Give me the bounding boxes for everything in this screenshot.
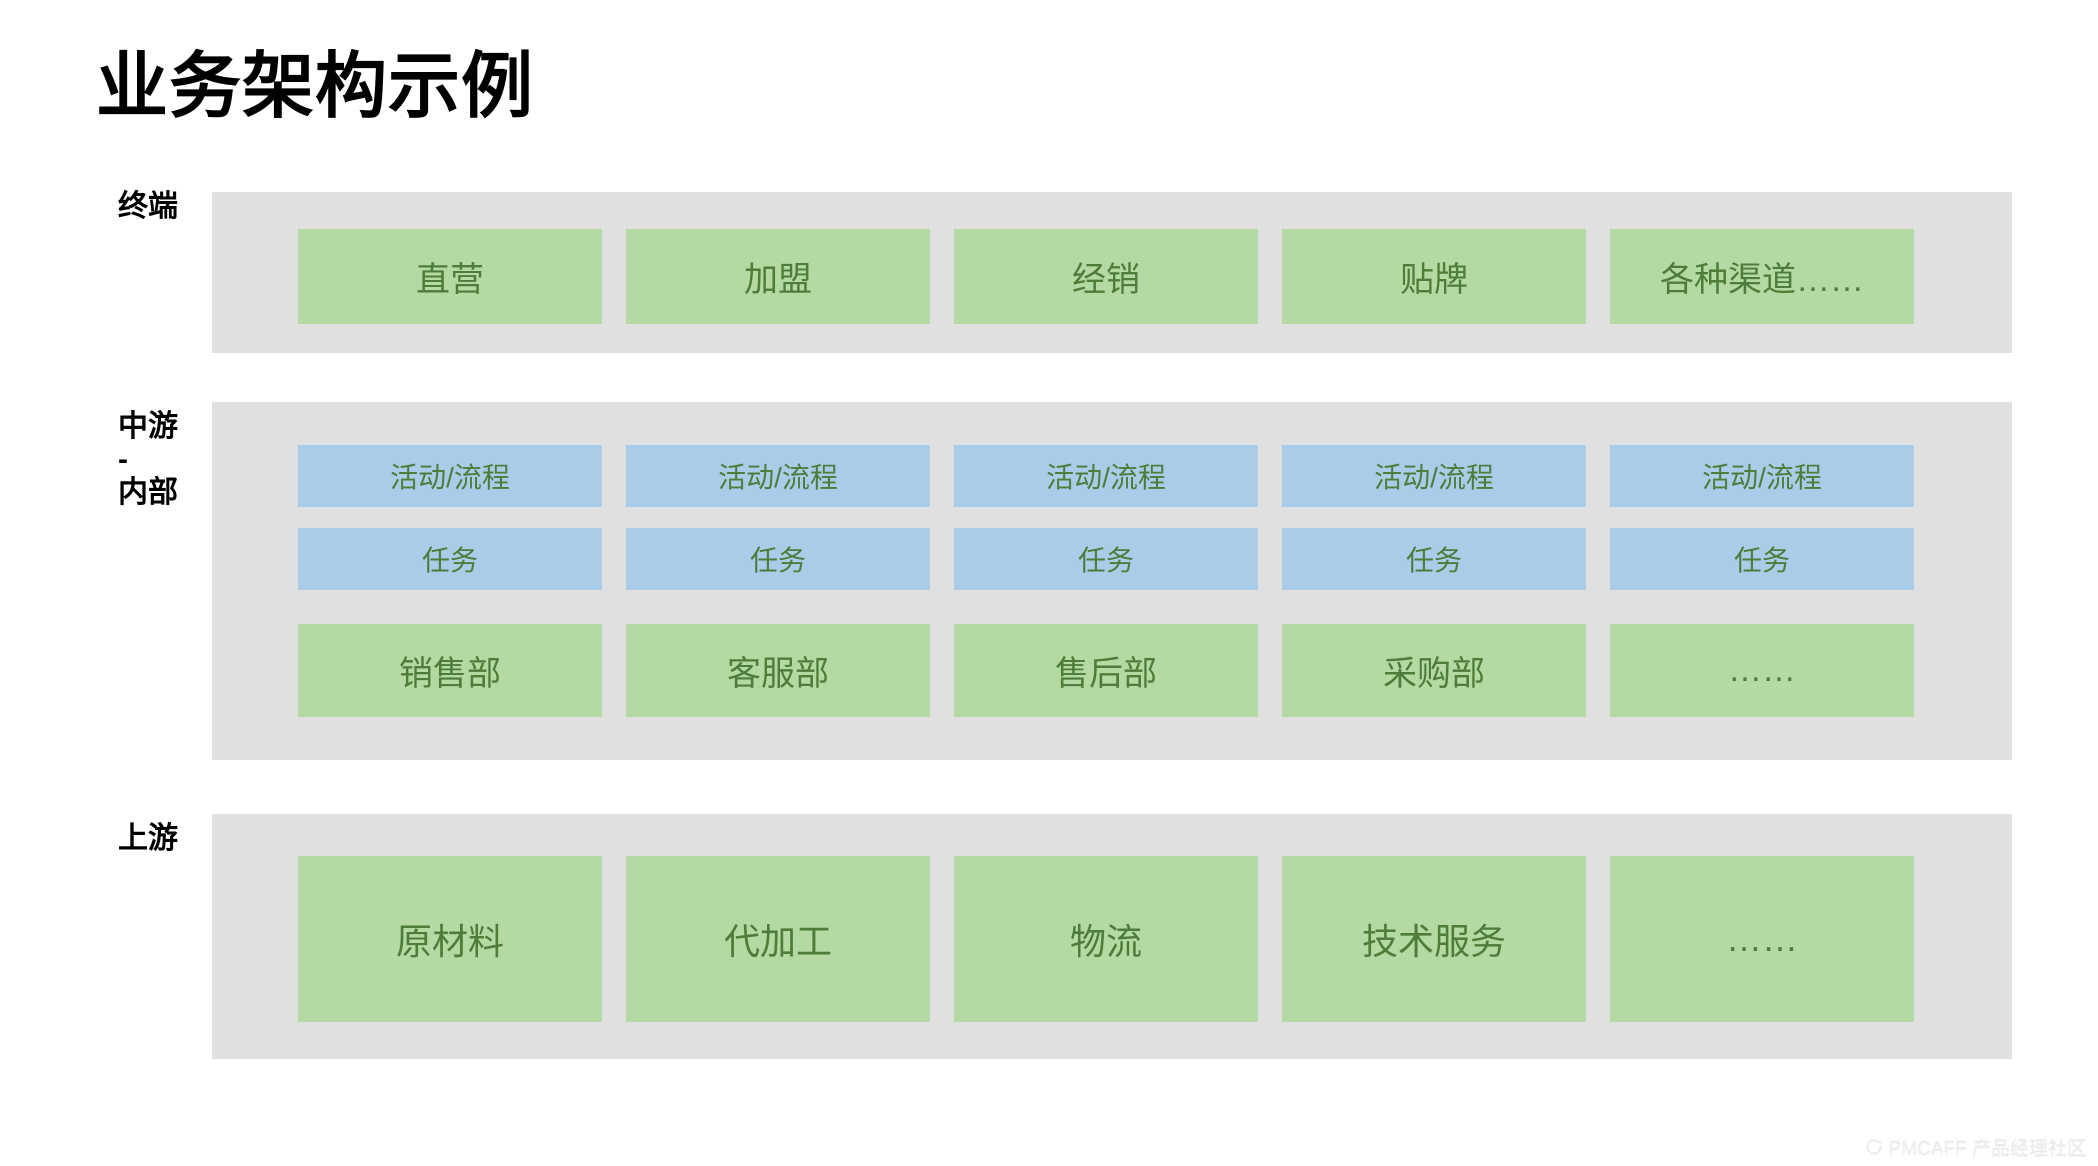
upstream-band-label: 上游	[118, 822, 178, 855]
midstream-band: 活动/流程 活动/流程 活动/流程 活动/流程 活动/流程 任务 任务 任务 任…	[212, 402, 2012, 760]
channel-box: 各种渠道……	[1610, 229, 1914, 324]
task-box: 任务	[1610, 528, 1914, 590]
activity-box: 活动/流程	[626, 445, 930, 507]
supplier-box: ……	[1610, 856, 1914, 1022]
page-title: 业务架构示例	[96, 47, 535, 127]
department-box: 采购部	[1282, 624, 1586, 717]
channel-box: 直营	[298, 229, 602, 324]
department-box: 售后部	[954, 624, 1258, 717]
upstream-band: 原材料 代加工 物流 技术服务 ……	[212, 814, 2012, 1059]
watermark: PMCAFF 产品经理社区	[1865, 1133, 2086, 1160]
supplier-box: 技术服务	[1282, 856, 1586, 1022]
channel-box: 贴牌	[1282, 229, 1586, 324]
supplier-box: 原材料	[298, 856, 602, 1022]
tasks-row: 任务 任务 任务 任务 任务	[298, 528, 1914, 590]
channel-box: 经销	[954, 229, 1258, 324]
department-box: 客服部	[626, 624, 930, 717]
task-box: 任务	[1282, 528, 1586, 590]
channels-row: 直营 加盟 经销 贴牌 各种渠道……	[298, 229, 1914, 324]
task-box: 任务	[954, 528, 1258, 590]
midstream-band-label: 中游 - 内部	[118, 410, 178, 509]
activity-box: 活动/流程	[1610, 445, 1914, 507]
channel-box: 加盟	[626, 229, 930, 324]
activity-box: 活动/流程	[954, 445, 1258, 507]
terminal-band: 直营 加盟 经销 贴牌 各种渠道……	[212, 192, 2012, 353]
watermark-text: PMCAFF 产品经理社区	[1888, 1138, 2086, 1159]
departments-row: 销售部 客服部 售后部 采购部 ……	[298, 624, 1914, 717]
activity-box: 活动/流程	[298, 445, 602, 507]
task-box: 任务	[298, 528, 602, 590]
terminal-band-label: 终端	[118, 190, 178, 223]
suppliers-row: 原材料 代加工 物流 技术服务 ……	[298, 856, 1914, 1022]
department-box: 销售部	[298, 624, 602, 717]
task-box: 任务	[626, 528, 930, 590]
activities-row: 活动/流程 活动/流程 活动/流程 活动/流程 活动/流程	[298, 445, 1914, 507]
department-box: ……	[1610, 624, 1914, 717]
supplier-box: 代加工	[626, 856, 930, 1022]
pmcaff-logo-icon	[1865, 1138, 1883, 1156]
activity-box: 活动/流程	[1282, 445, 1586, 507]
supplier-box: 物流	[954, 856, 1258, 1022]
